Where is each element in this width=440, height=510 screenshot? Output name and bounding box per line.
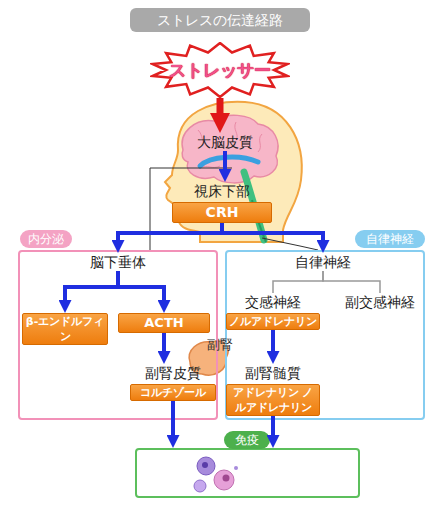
flow-arrow [171, 401, 175, 442]
group-tag: 自律神経 [355, 230, 425, 248]
flow-arrow [323, 271, 380, 293]
stressor-burst: ストレッサー [150, 42, 290, 98]
flow-arrow [222, 223, 323, 247]
corpus-callosum [200, 157, 258, 166]
text-node: 大脳皮質 [185, 133, 265, 151]
box-label: ACTH [118, 313, 210, 333]
process-box: β-エンドルフィン [22, 313, 108, 345]
node-label: 自律神経 [285, 253, 361, 271]
node-label: 副腎皮質 [130, 364, 216, 382]
node-label: 副交感神経 [335, 293, 425, 311]
title-banner: ストレスの伝達経路 [130, 8, 310, 32]
flow-arrow [271, 330, 275, 358]
flow-arrow [118, 223, 222, 247]
node-label: 副腎髄質 [226, 364, 320, 382]
flow-arrow [271, 416, 275, 442]
box-label: ノルアドレナリン [226, 313, 320, 330]
flow-arrow [223, 151, 227, 176]
brain-shape [182, 115, 278, 183]
box-label: β-エンドルフィン [22, 313, 108, 345]
stressor-label: ストレッサー [169, 59, 271, 82]
box-label: コルチゾール [130, 384, 216, 401]
cell-dot [234, 466, 238, 470]
box-label: CRH [172, 202, 272, 223]
flow-arrow [162, 333, 166, 358]
box-label: アドレナリン ノルアドレナリン [226, 384, 320, 416]
process-box: ACTH [118, 313, 210, 333]
group-panel: 内分泌脳下垂体β-エンドルフィンACTH副腎皮質コルチゾール [18, 250, 218, 420]
group-tag: 内分泌 [20, 230, 72, 248]
cell-nucleus [223, 475, 230, 482]
flow-arrow [65, 271, 118, 307]
labeled-box: 副腎皮質コルチゾール [130, 364, 216, 401]
part-label: 副腎 [207, 336, 233, 354]
flow-arrow [217, 98, 224, 123]
node-label: 視床下部 [172, 182, 272, 200]
flow-arrow [118, 271, 164, 307]
group-panel: 自律神経自律神経交感神経ノルアドレナリン副交感神経副腎髄質アドレナリン ノルアド… [225, 250, 425, 420]
burst-shape [153, 43, 288, 97]
group-panel: 免疫 [135, 448, 360, 498]
head-outline [165, 102, 302, 242]
leader-line [262, 238, 318, 250]
immune-cell [197, 457, 215, 475]
cell-nucleus [202, 462, 208, 468]
labeled-box: 副腎髄質アドレナリン ノルアドレナリン [226, 364, 320, 416]
flow-arrow [273, 271, 323, 293]
immune-cell [194, 480, 206, 492]
text-node: 自律神経 [285, 253, 361, 271]
group-tag: 免疫 [224, 431, 270, 449]
labeled-box: 視床下部 CRH [172, 182, 272, 223]
node-label: 大脳皮質 [185, 133, 265, 151]
node-label: 交感神経 [226, 293, 320, 311]
text-node: 脳下垂体 [78, 253, 158, 271]
labeled-box: 交感神経ノルアドレナリン [226, 293, 320, 330]
text-node: 副交感神経 [335, 293, 425, 311]
node-label: 脳下垂体 [78, 253, 158, 271]
immune-cell [214, 470, 234, 490]
